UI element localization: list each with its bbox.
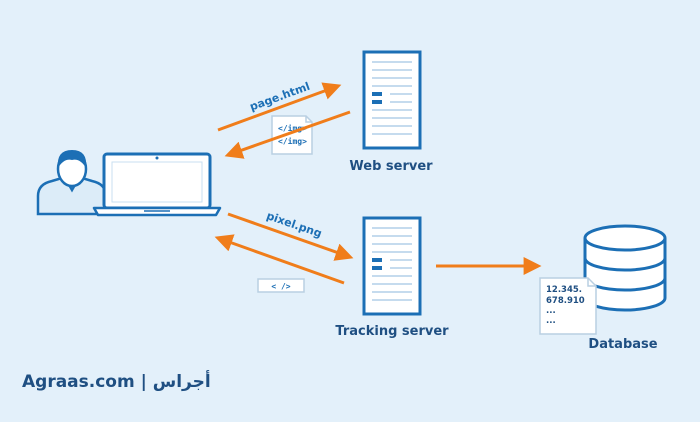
brand-latin: Agraas.com [22, 372, 135, 392]
web-server-label: Web server [349, 159, 433, 174]
data-sheet-line-1: 12.345. [546, 285, 582, 295]
data-sheet-line-2: 678.910 [546, 296, 585, 306]
data-sheet-line-4: ... [546, 316, 556, 326]
tracking-server-icon [362, 216, 422, 316]
data-sheet-icon [539, 277, 597, 335]
pixel-response-arrow [214, 234, 345, 285]
html-document-line-2: </img> [278, 136, 307, 146]
page-request-arrow [217, 82, 342, 132]
tracking-server-label: Tracking server [335, 324, 449, 339]
pixel-request-label: pixel.png [265, 209, 324, 240]
brand-arabic: أجراس [152, 372, 211, 392]
brand-separator: | [140, 372, 147, 392]
user-icon [36, 150, 108, 216]
pixel-request-arrow [227, 212, 354, 261]
data-sheet-line-3: ... [546, 306, 556, 316]
code-tag-label: < /> [271, 282, 290, 291]
page-response-arrow [224, 110, 351, 159]
laptop-icon [92, 152, 222, 217]
code-tag-icon [257, 278, 305, 293]
database-icon [583, 224, 667, 312]
html-document-line-1: </img> [278, 123, 307, 133]
web-server-icon [362, 50, 422, 150]
database-label: Database [588, 337, 657, 352]
html-document-icon [271, 115, 313, 155]
brand-footer: Agraas.com | أجراس [22, 372, 211, 392]
